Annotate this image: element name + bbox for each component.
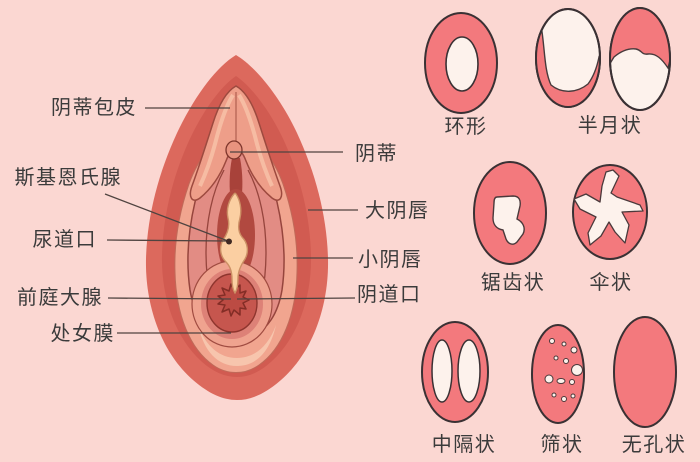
- label-hymen-imperforate: 无孔状: [621, 432, 687, 456]
- label-labia-minora: 小阴唇: [358, 247, 423, 271]
- hymen-shape-septate: [421, 321, 489, 423]
- line-vaginal-opening: [236, 297, 356, 300]
- hymen-shape-cribriform: [531, 324, 585, 424]
- label-hymen-crescent: 半月状: [577, 113, 643, 137]
- line-skene-glands: [104, 193, 229, 242]
- label-hymen-annular: 环形: [444, 114, 488, 138]
- label-skene-glands: 斯基恩氏腺: [14, 165, 122, 189]
- label-labia-majora: 大阴唇: [365, 198, 430, 222]
- label-hymen-umbrella: 伞状: [589, 270, 633, 294]
- hymen-star: [217, 283, 250, 317]
- clitoris-glans: [225, 140, 243, 160]
- hood-highlight-left: [198, 93, 235, 187]
- label-hymen-cribriform: 筛状: [540, 432, 584, 456]
- hymen-shape-imperforate: [613, 316, 677, 428]
- vulva-pale-band: [198, 325, 276, 366]
- label-hymen-serrated: 锯齿状: [480, 270, 546, 294]
- vulva-illustration: [145, 55, 329, 400]
- label-urethral-opening: 尿道口: [32, 227, 97, 251]
- urethral-area-cream: [219, 192, 249, 295]
- line-bartholin-glands: [107, 297, 232, 300]
- label-hymen-septate: 中隔状: [431, 432, 497, 456]
- label-hymen: 处女膜: [50, 321, 115, 345]
- hymen-shape-serrated: [473, 161, 547, 265]
- label-clitoris: 阴蒂: [355, 141, 398, 165]
- hymen-type-shapes: [421, 7, 677, 428]
- hood-highlight-right: [237, 93, 274, 187]
- annotation-lines: [104, 107, 358, 334]
- hymen-shape-crescent-a: [535, 8, 601, 108]
- hymen-shape-annular: [424, 12, 498, 114]
- label-vaginal-opening: 阴道口: [357, 282, 422, 306]
- urethral-opening-dot: [226, 238, 232, 245]
- hymen-shape-umbrella: [572, 164, 648, 260]
- line-urethral-opening: [106, 239, 228, 242]
- label-bartholin-glands: 前庭大腺: [17, 285, 103, 309]
- hymen-shape-crescent-b: [609, 7, 671, 111]
- label-clitoral-hood: 阴蒂包皮: [51, 95, 137, 119]
